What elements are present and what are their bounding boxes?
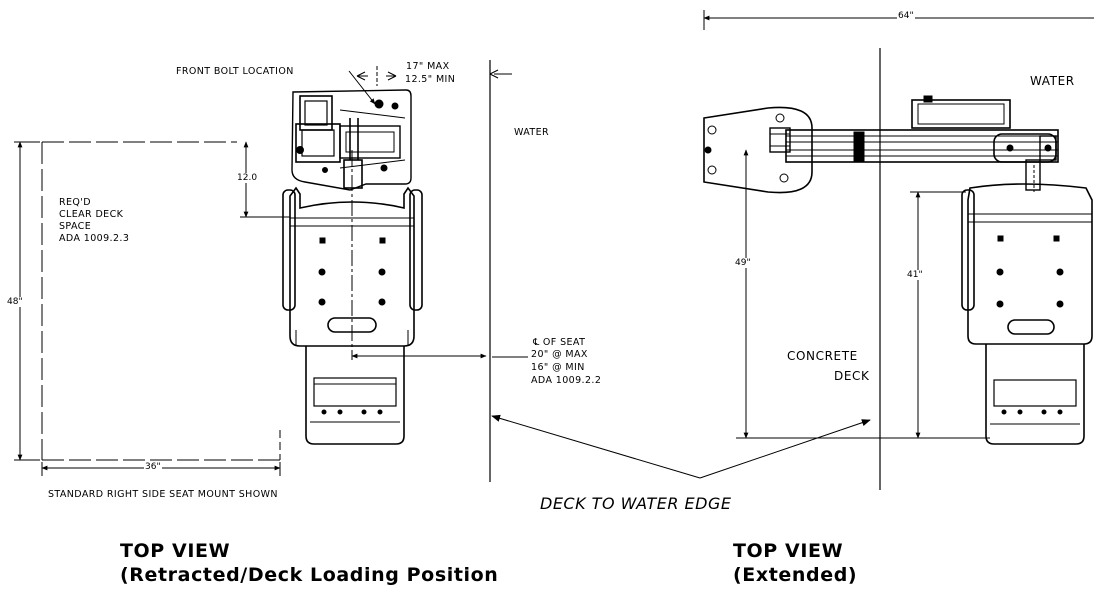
centerline-max-label: 20" @ MAX (531, 349, 588, 360)
right-view-title: TOP VIEW (733, 540, 844, 562)
dimension-49-label: 49" (734, 258, 752, 268)
left-view-subtitle: (Retracted/Deck Loading Position (120, 564, 499, 586)
dimension-64-label: 64" (897, 11, 915, 21)
centerline-ada-label: ADA 1009.2.2 (531, 375, 602, 386)
left-lift-base (291, 89, 412, 191)
right-seat (961, 183, 1093, 345)
dimension-41-label: 41" (906, 270, 924, 280)
standard-mount-note: STANDARD RIGHT SIDE SEAT MOUNT SHOWN (48, 489, 278, 500)
right-lift-base (703, 106, 813, 194)
dimension-49 (736, 149, 990, 439)
left-clear-deck-space (41, 141, 281, 461)
dimension-36-label: 36" (144, 462, 162, 472)
deck-to-water-edge-caption: DECK TO WATER EDGE (540, 494, 732, 513)
deck-label: DECK (834, 369, 870, 383)
dimension-12-label: 12.0 (236, 173, 259, 183)
left-view-title: TOP VIEW (120, 540, 231, 562)
dimension-48-label: 48" (6, 297, 24, 307)
req-line-3: SPACE (59, 221, 92, 232)
right-extended-arm (785, 95, 1059, 191)
left-water-edge-line (489, 60, 512, 482)
deck-to-water-edge-arrows (491, 414, 871, 479)
front-bolt-location-label: FRONT BOLT LOCATION (176, 66, 294, 77)
dimension-41 (910, 165, 1035, 439)
right-footrest (985, 344, 1085, 445)
left-seat (282, 186, 423, 347)
right-view-subtitle: (Extended) (733, 564, 858, 586)
req-line-4: ADA 1009.2.3 (59, 233, 130, 244)
req-line-1: REQ'D (59, 197, 92, 208)
centerline-min-label: 16" @ MIN (531, 362, 585, 373)
left-water-label: WATER (514, 127, 550, 138)
front-bolt-leader (348, 70, 376, 105)
concrete-label: CONCRETE (787, 349, 858, 363)
reach-max-label: 17" MAX (406, 61, 450, 72)
right-water-label: WATER (1030, 74, 1075, 88)
reach-min-label: 12.5" MIN (405, 74, 456, 85)
reach-dimension (356, 66, 397, 86)
centerline-seat-label: ℄ OF SEAT (533, 337, 586, 348)
req-line-2: CLEAR DECK (59, 209, 124, 220)
left-footrest (305, 346, 405, 445)
left-seat-centerline (352, 150, 487, 360)
